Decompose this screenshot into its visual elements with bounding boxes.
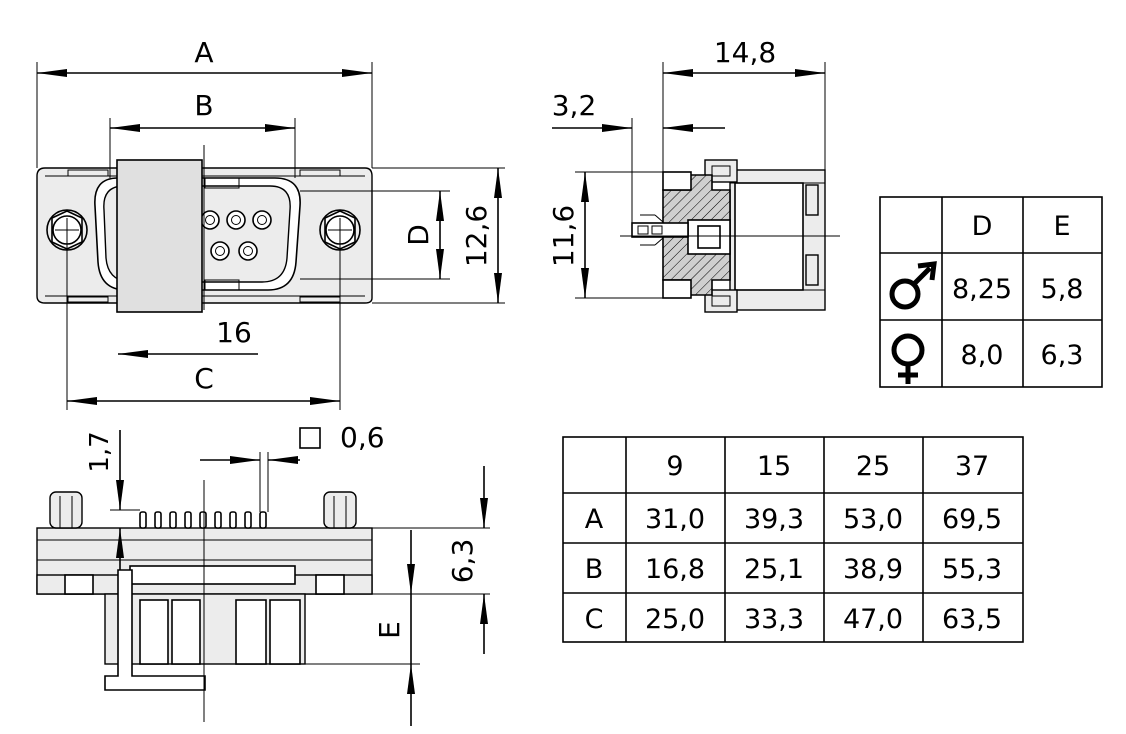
- dim-b-label: B: [194, 89, 213, 122]
- size-header-25: 25: [856, 451, 890, 482]
- dim-1-7-label: 1,7: [85, 431, 115, 472]
- gender-header-e: E: [1053, 211, 1070, 242]
- dim-6-3-label: 6,3: [446, 539, 479, 584]
- male-symbol-icon: [889, 261, 937, 310]
- size-cell: 63,5: [942, 604, 1002, 635]
- bottom-pins: [139, 511, 267, 529]
- size-header-15: 15: [757, 451, 791, 482]
- size-cell: 55,3: [942, 554, 1002, 585]
- size-row-label-a: A: [585, 504, 604, 535]
- size-header-37: 37: [955, 451, 989, 482]
- size-row-label-c: C: [585, 604, 604, 635]
- dim-14-8-label: 14,8: [714, 36, 776, 69]
- male-d-value: 8,25: [952, 274, 1012, 305]
- dim-e-label: E: [373, 621, 406, 639]
- gender-header-d: D: [972, 211, 993, 242]
- front-view: A B D 12,6 16 C: [36, 36, 505, 410]
- size-cell: 16,8: [645, 554, 705, 585]
- gender-table: D E 8,25 5,8 8,0 6,3: [879, 196, 1103, 388]
- size-cell: 33,3: [744, 604, 804, 635]
- size-cell: 31,0: [645, 504, 705, 535]
- male-e-value: 5,8: [1041, 274, 1084, 305]
- dim-0-6-label: 0,6: [340, 421, 385, 454]
- front-pins: [200, 210, 272, 261]
- size-cell: 25,1: [744, 554, 804, 585]
- square-symbol: [299, 427, 321, 449]
- bottom-view: 1,7 0,6 6,3 E: [36, 421, 490, 726]
- dim-3-2-label: 3,2: [552, 89, 597, 122]
- size-cell: 53,0: [843, 504, 903, 535]
- dim-16-label: 16: [216, 316, 252, 349]
- side-view: 14,8 3,2 11,6: [547, 36, 840, 313]
- size-header-9: 9: [666, 451, 683, 482]
- dim-c-label: C: [194, 362, 214, 395]
- front-label-block: [116, 159, 203, 313]
- size-cell: 38,9: [843, 554, 903, 585]
- size-cell: 69,5: [942, 504, 1002, 535]
- female-symbol-icon: [891, 333, 925, 384]
- size-table: 9 15 25 37 A 31,0 39,3 53,0 69,5 B 16,8 …: [562, 436, 1024, 643]
- dim-a-label: A: [194, 36, 213, 69]
- size-cell: 25,0: [645, 604, 705, 635]
- dim-11-6-label: 11,6: [547, 205, 580, 267]
- female-e-value: 6,3: [1041, 340, 1084, 371]
- dim-12-6-label: 12,6: [460, 205, 493, 267]
- size-cell: 39,3: [744, 504, 804, 535]
- size-row-label-b: B: [585, 554, 604, 585]
- size-cell: 47,0: [843, 604, 903, 635]
- dim-d-label: D: [402, 224, 435, 246]
- female-d-value: 8,0: [961, 340, 1004, 371]
